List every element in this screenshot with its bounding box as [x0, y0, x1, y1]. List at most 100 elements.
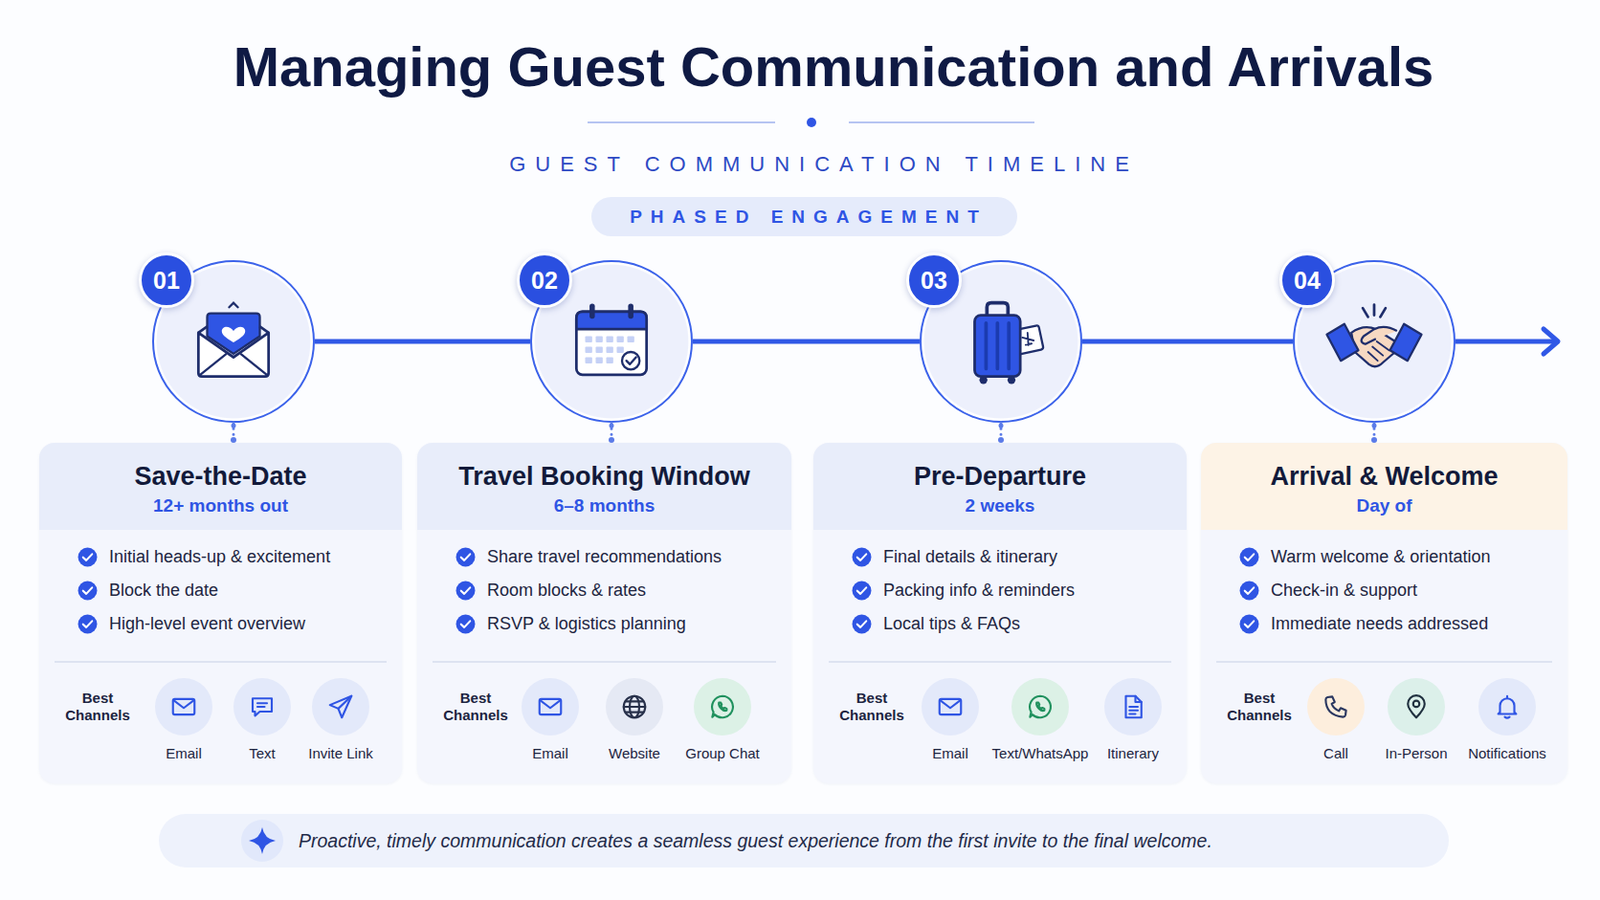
check-icon — [1239, 614, 1260, 635]
stage-card: Save-the-Date12+ months outInitial heads… — [39, 443, 402, 784]
checklist-item: Block the date — [109, 579, 391, 601]
channels-heading: Best Channels — [833, 689, 911, 725]
timeline-connector — [1082, 339, 1293, 345]
divider-line — [848, 121, 1035, 124]
card-divider — [1216, 661, 1553, 664]
checklist-item: Packing info & reminders — [883, 579, 1176, 601]
connector-dot — [609, 423, 615, 429]
check-icon — [851, 580, 872, 601]
channel-label: Email — [883, 745, 1018, 763]
channel-circle: Email — [921, 678, 979, 736]
checklist-item: High-level event overview — [109, 613, 391, 635]
stage-icon — [180, 288, 287, 395]
channel-label: Notifications — [1440, 745, 1575, 763]
step-number: 02 — [516, 252, 573, 309]
channel-icon — [1025, 692, 1055, 722]
channel-icon — [326, 692, 356, 722]
channel-circle: In-Person — [1387, 678, 1445, 736]
channel-icon — [1118, 692, 1148, 722]
card-header-band — [813, 443, 1187, 531]
channel-circle: Email — [155, 678, 213, 736]
diagram-title: Managing Guest Communication and Arrival… — [0, 36, 1600, 98]
channel-circle: Website — [605, 678, 664, 736]
channel-circle: Email — [521, 678, 579, 736]
timeline-arrowhead — [1543, 329, 1558, 355]
channel-icon — [620, 692, 649, 722]
channel-icon — [247, 692, 277, 722]
channel-circle: Invite Link — [311, 678, 370, 736]
card-divider — [54, 661, 387, 664]
phase-timing: 2 weeks — [813, 495, 1187, 517]
check-icon — [1239, 547, 1260, 568]
timeline-connector — [314, 339, 531, 345]
connector-dot — [608, 437, 615, 444]
dotted-connector — [1373, 422, 1377, 444]
channel-label: In-Person — [1349, 745, 1484, 763]
dotted-connector — [610, 422, 614, 444]
connector-dot — [999, 423, 1004, 429]
checklist-item: RSVP & logistics planning — [487, 613, 780, 635]
phase-pill: PHASED ENGAGEMENT — [591, 197, 1018, 237]
caption-text: Proactive, timely communication creates … — [298, 830, 1213, 852]
phase-heading: Pre-Departure — [813, 461, 1187, 492]
stage-icon — [948, 288, 1054, 395]
star-badge — [241, 820, 284, 863]
check-icon — [455, 547, 476, 568]
connector-dot — [998, 437, 1004, 444]
stage-card: Travel Booking Window6–8 monthsShare tra… — [417, 443, 792, 784]
dotted-connector — [232, 422, 236, 444]
checklist-item: Check-in & support — [1270, 579, 1556, 601]
phase-timing: 6–8 months — [417, 495, 792, 517]
checklist-item: Share travel recommendations — [487, 546, 780, 568]
connector-dot — [231, 423, 237, 429]
check-icon — [77, 580, 98, 601]
dotted-connector — [1000, 422, 1003, 444]
channel-label: Call — [1268, 745, 1403, 763]
checklist-item: Initial heads-up & excitement — [109, 546, 391, 568]
stage-card: Arrival & WelcomeDay ofWarm welcome & or… — [1200, 443, 1568, 784]
checklist-item: Immediate needs addressed — [1270, 613, 1556, 635]
step-number: 04 — [1279, 252, 1335, 309]
check-icon — [851, 547, 872, 568]
star-icon — [241, 820, 284, 863]
channel-label: Email — [116, 745, 251, 763]
connector-dot — [230, 437, 237, 444]
check-icon — [77, 614, 98, 635]
check-icon — [455, 580, 476, 601]
channel-label: Text/WhatsApp — [973, 745, 1108, 763]
channel-icon — [535, 692, 565, 722]
card-divider — [432, 661, 777, 664]
card-header-band — [1200, 443, 1568, 531]
check-icon — [455, 614, 476, 635]
channel-circle: Notifications — [1478, 678, 1536, 736]
check-icon — [851, 614, 872, 635]
channels-heading: Best Channels — [437, 689, 514, 725]
phase-label: PHASED ENGAGEMENT — [621, 206, 988, 228]
phase-timing: 12+ months out — [39, 495, 402, 517]
checklist-item: Warm welcome & orientation — [1270, 546, 1556, 568]
channel-label: Invite Link — [273, 745, 408, 763]
step-number: 01 — [138, 252, 195, 309]
card-divider — [828, 661, 1172, 664]
phase-timing: Day of — [1200, 495, 1568, 517]
channel-icon — [1401, 692, 1431, 722]
step-number: 03 — [906, 252, 962, 309]
channel-circle: Itinerary — [1104, 678, 1162, 736]
channels-heading: Best Channels — [59, 689, 136, 725]
channel-circle: Call — [1307, 678, 1365, 736]
channel-label: Itinerary — [1066, 745, 1200, 763]
connector-dot — [1371, 437, 1378, 444]
channels-heading: Best Channels — [1221, 689, 1298, 725]
channel-label: Group Chat — [655, 745, 790, 763]
caption-band: Proactive, timely communication creates … — [158, 814, 1449, 868]
channel-label: Website — [567, 745, 702, 763]
channel-icon — [1492, 692, 1522, 722]
channel-icon — [1321, 692, 1351, 722]
stage-circle: 01 — [152, 260, 315, 423]
star-shape — [248, 827, 276, 855]
stage-icon — [558, 288, 665, 395]
channel-icon — [935, 692, 965, 722]
